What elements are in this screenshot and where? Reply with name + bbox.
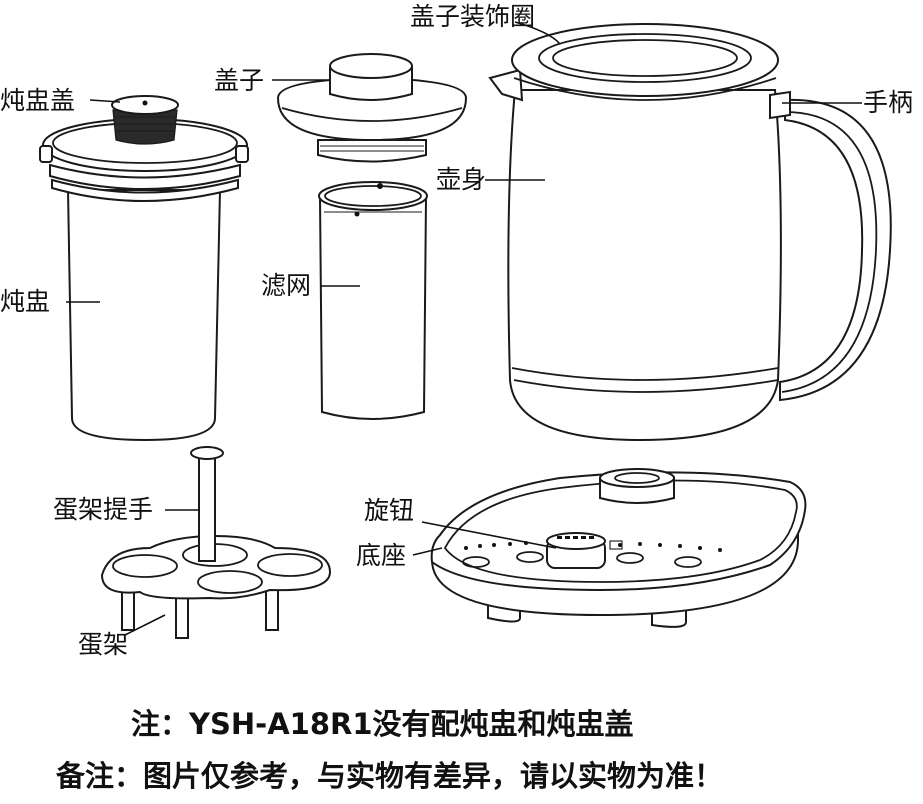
label-stew-pot: 炖盅 <box>0 287 51 316</box>
leader-egg-rack <box>124 614 166 636</box>
leader-base <box>412 547 443 556</box>
egg-rack <box>100 446 332 639</box>
stew-pot-lid <box>39 95 249 172</box>
filter-basket <box>318 181 428 420</box>
label-lid-ring: 盖子装饰圈 <box>410 2 536 31</box>
label-kettle-body: 壶身 <box>436 165 487 194</box>
leader-knob <box>421 521 557 549</box>
label-stew-pot-lid: 炖盅盖 <box>0 86 76 115</box>
label-lid: 盖子 <box>214 66 265 95</box>
label-filter: 滤网 <box>261 271 312 300</box>
note-disclaimer: 备注：图片仅参考，与实物有差异，请以实物为准！ <box>56 759 724 793</box>
heating-base <box>430 468 807 628</box>
label-handle: 手柄 <box>863 88 914 117</box>
leader-lid-ring <box>514 21 561 45</box>
kettle <box>488 23 892 442</box>
label-knob: 旋钮 <box>364 496 415 525</box>
note-no-stew-pot: 注：YSH-A18R1没有配炖盅和炖盅盖 <box>131 707 634 741</box>
label-egg-rack: 蛋架 <box>78 630 129 659</box>
label-base: 底座 <box>356 541 407 570</box>
leader-stew-pot-lid <box>89 99 121 103</box>
stew-pot <box>49 163 241 442</box>
label-egg-rack-handle: 蛋架提手 <box>53 495 154 524</box>
kettle-lid <box>276 53 468 163</box>
